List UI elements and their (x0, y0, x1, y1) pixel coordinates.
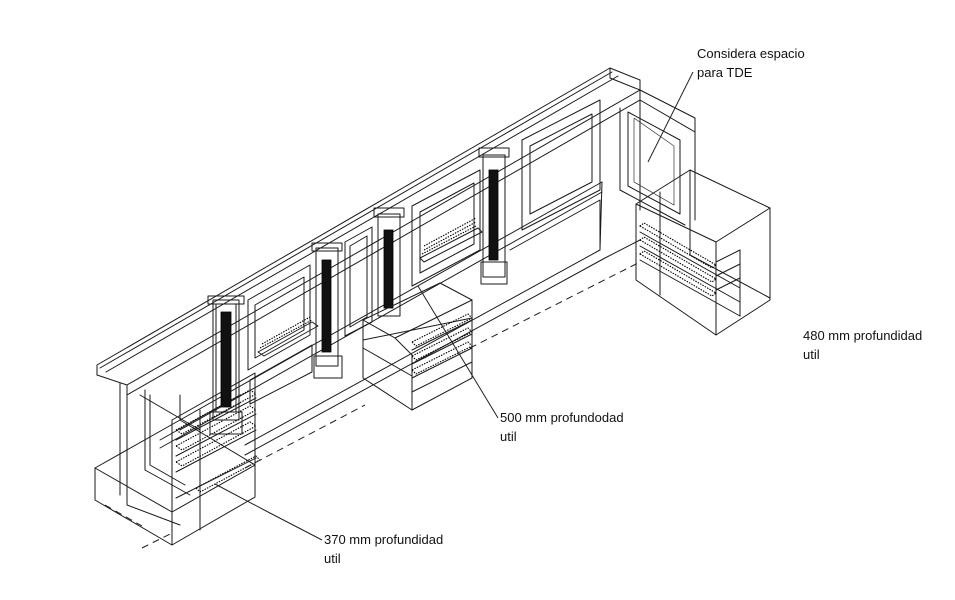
depth-right-line-2: util (803, 347, 820, 362)
depth-center-line-2: util (500, 429, 517, 444)
column-center (373, 207, 405, 317)
depth-note-left: 370 mm profundidad util (324, 530, 443, 568)
tde-space-note: Considera espacio para TDE (697, 44, 805, 82)
wall-panel-2 (344, 226, 373, 337)
column-right (478, 147, 510, 285)
depth-right-line-1: 480 mm profundidad (803, 328, 923, 343)
wall-panel-1 (247, 264, 319, 405)
wall-base (119, 181, 641, 526)
depth-left-line-2: util (324, 551, 341, 566)
wall-panel-3 (411, 169, 483, 287)
depth-note-right: 480 mm profundidad util (803, 326, 922, 364)
center-cabinet (362, 282, 473, 411)
depth-center-line-1: 500 mm profundodad (500, 410, 624, 425)
floor-outline-dashed (104, 261, 641, 549)
top-cornice (96, 67, 641, 396)
depth-left-line-1: 370 mm profundidad (324, 532, 444, 547)
annotation-leaders (214, 71, 694, 541)
column-center-left (311, 242, 343, 379)
right-return-wall (619, 89, 696, 226)
right-cabinet (635, 169, 771, 336)
tde-note-line-2: para TDE (697, 65, 753, 80)
depth-note-center: 500 mm profundodad util (500, 408, 624, 446)
tde-note-line-1: Considera espacio (697, 46, 805, 61)
wall-panel-4 (509, 99, 601, 251)
column-left (207, 295, 245, 435)
